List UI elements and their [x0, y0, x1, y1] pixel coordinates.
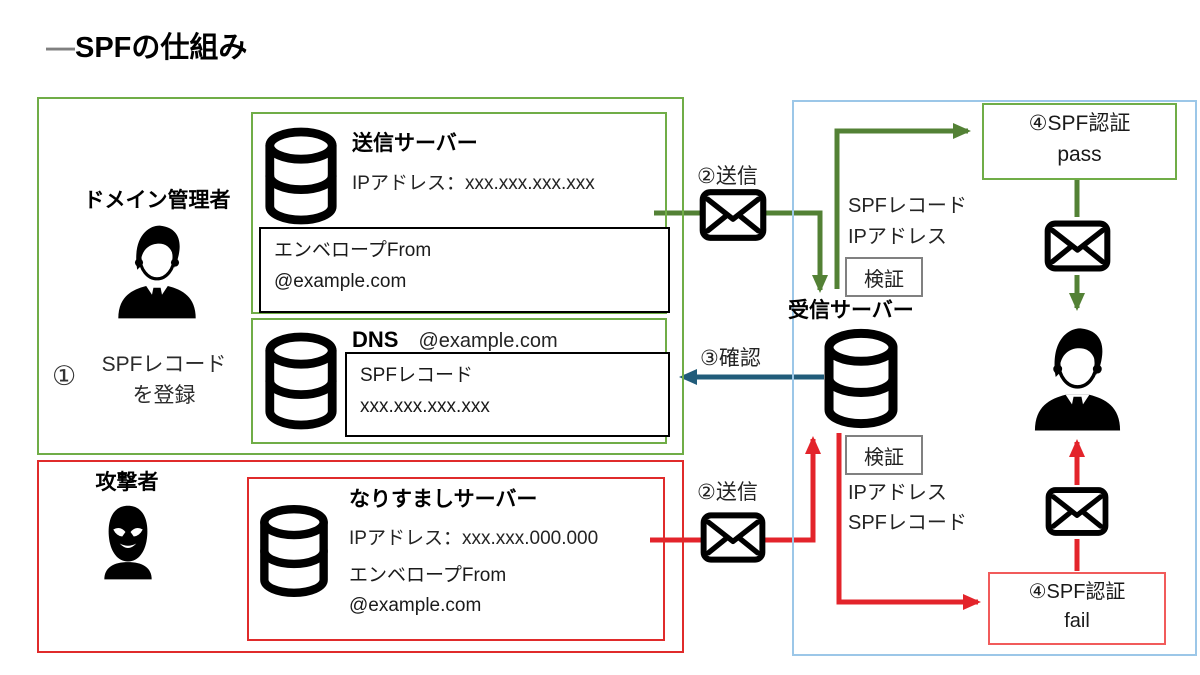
spoof-server-title: なりすましサーバー	[349, 488, 538, 511]
verify-pass-line1: SPFレコード	[848, 195, 967, 217]
envelope-icon	[700, 511, 766, 564]
spoof-envelope-from: エンベロープFrom @example.com	[349, 561, 506, 621]
send-bottom-label: ②送信	[697, 481, 758, 504]
database-icon	[820, 327, 902, 430]
spf-fail-line1: ④SPF認証	[1028, 581, 1126, 603]
verify-fail-line1: IPアドレス	[848, 482, 947, 504]
spoof-envelope-line1: エンベロープFrom	[349, 565, 507, 586]
database-icon	[261, 330, 341, 432]
envelope-icon	[699, 188, 767, 242]
verify-fail-badge: 検証	[845, 435, 923, 475]
verify-pass-badge: 検証	[845, 257, 923, 297]
spoof-envelope-line2: @example.com	[349, 595, 482, 616]
recipient-person-icon	[1028, 318, 1127, 432]
spf-record-line2: xxx.xxx.xxx.xxx	[360, 396, 490, 417]
spf-pass-line1: ④SPF認証	[1028, 112, 1131, 135]
sending-server-ip: IPアドレス：xxx.xxx.xxx.xxx	[352, 173, 595, 194]
verify-pass-line2: IPアドレス	[848, 226, 947, 248]
attacker-box	[37, 460, 684, 653]
page-title: —SPFの仕組み	[46, 24, 247, 66]
balaclava-icon	[96, 491, 160, 591]
database-icon	[256, 502, 332, 600]
envelope-from-box: エンベロープFrom @example.com	[259, 227, 670, 313]
spf-pass-line2: pass	[1057, 143, 1102, 166]
person-icon	[112, 217, 202, 319]
envelope-icon	[1045, 486, 1109, 537]
verify-to-fail-arrow	[836, 433, 981, 610]
receiver-box	[792, 100, 1197, 656]
step1-text: SPFレコード を登録	[88, 349, 240, 411]
spf-fail-box: ④SPF認証 fail	[988, 572, 1166, 645]
receiver-server-label: 受信サーバー	[788, 299, 914, 322]
title-text: SPFの仕組み	[75, 32, 248, 64]
database-icon	[261, 126, 341, 226]
sending-server-title: 送信サーバー	[352, 132, 478, 155]
spoof-server-box	[247, 477, 665, 641]
domain-admin-label: ドメイン管理者	[83, 189, 231, 212]
envelope-from-line1: エンベロープFrom	[274, 240, 432, 261]
verify-fail-line2: SPFレコード	[848, 512, 967, 534]
spf-record-line1: SPFレコード	[360, 365, 473, 386]
title-dash: —	[46, 32, 75, 64]
dns-title-row: DNS @example.com	[352, 327, 558, 353]
sending-server-box	[251, 112, 667, 314]
envelope-icon	[1044, 219, 1111, 273]
send-top-label: ②送信	[697, 165, 758, 188]
attacker-label: 攻撃者	[95, 471, 159, 494]
envelope-from-line2: @example.com	[274, 271, 407, 292]
step1-line1: SPFレコード	[101, 353, 227, 376]
step1-line2: を登録	[132, 384, 196, 407]
spf-pass-box: ④SPF認証 pass	[982, 103, 1177, 180]
spoof-server-ip: IPアドレス：xxx.xxx.000.000	[349, 528, 599, 549]
domain-admin-box	[37, 97, 684, 455]
dns-domain: @example.com	[418, 330, 558, 352]
spf-fail-line2: fail	[1064, 610, 1090, 632]
dns-title: DNS	[352, 327, 399, 352]
step1-number: ①	[52, 361, 77, 391]
verify-to-pass-arrow	[834, 123, 971, 289]
spf-record-box: SPFレコード xxx.xxx.xxx.xxx	[345, 352, 670, 437]
confirm-label: ③確認	[700, 347, 761, 370]
